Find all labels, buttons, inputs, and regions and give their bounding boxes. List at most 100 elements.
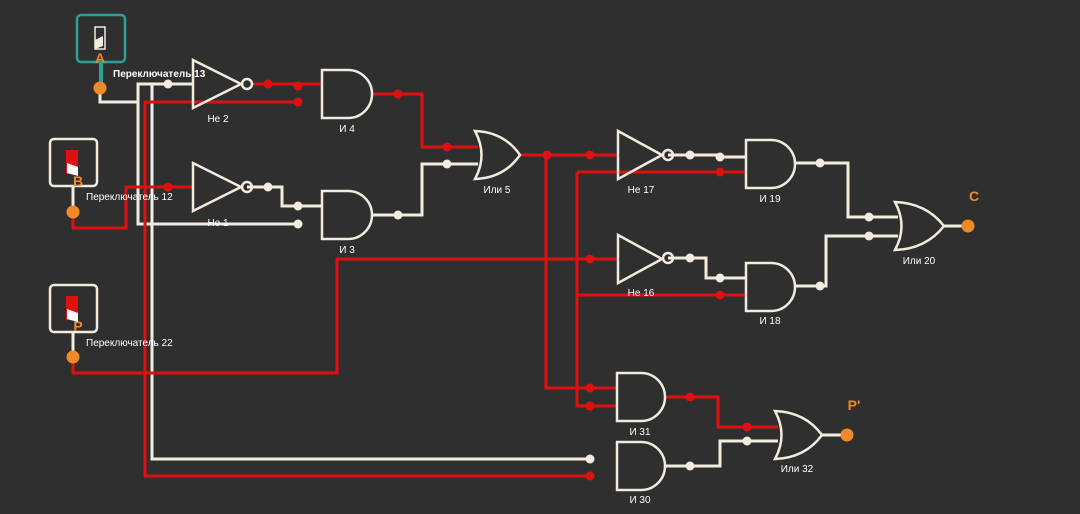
wire-and3-to-or5 [372,162,478,217]
not-gate-not2[interactable]: Не 2 [191,57,254,125]
wire-and30-to-or32 [665,439,778,468]
wire-a-to-and30 [150,84,590,461]
toggle-lever [67,163,78,176]
and-gate-body [320,189,374,241]
junction-dot [393,210,403,220]
gate-label: Не 2 [207,114,229,125]
output-p-prime-pin[interactable] [840,428,854,442]
wire-not17-to-and19 [668,153,746,159]
or-gate-or32[interactable]: Или 32 [772,409,824,475]
and-gate-and3[interactable]: И 3 [320,189,374,256]
gate-label: Не 1 [207,218,229,229]
wires-on [71,82,778,478]
junction-dot [685,461,695,471]
wire-p-bus-vertical [575,172,617,408]
switch-b-label: Переключатель 12 [86,192,173,203]
junction-dot [685,392,695,402]
and-gate-body [744,261,797,313]
output-c-pin[interactable] [961,219,975,233]
junction-dot [815,158,825,168]
gate-label: Не 16 [628,288,655,299]
switch-a[interactable]: A Переключатель 13 [75,13,206,95]
junction-dot [585,454,595,464]
not-gate-not17[interactable]: Не 17 [616,128,675,196]
not-gate-body [616,128,665,182]
junction-dot [585,254,595,264]
junction-dot [715,167,725,177]
or-gate-body [772,409,824,461]
wire-and19-to-or20 [795,161,898,219]
junction-dot [442,159,452,169]
wire-not1-to-and3 [247,185,322,208]
gate-label: И 31 [629,427,651,438]
not-gate-bubble [661,148,675,162]
wire-not16-to-and18 [668,256,746,280]
not-gate-not1[interactable]: Не 1 [191,160,254,229]
or-gate-body [892,200,946,252]
switch-b-io-label: B [73,173,83,189]
junction-dot [685,150,695,160]
junction-dot [585,471,595,481]
junction-dot [585,150,595,160]
junction-dot [293,201,303,211]
not-gate-body [191,57,244,111]
switch-p-pin[interactable] [66,350,80,364]
switch-p[interactable]: P Переключатель 22 [48,283,173,364]
switch-a-pin[interactable] [93,81,107,95]
gate-label: И 18 [759,316,781,327]
gate-label: И 3 [339,245,355,256]
junction-dot [393,89,403,99]
not-gate-body [616,232,665,286]
and-gate-body [320,68,374,120]
not-gate-bubble [240,77,254,91]
junction-dot [542,150,552,160]
junction-dot [742,422,752,432]
switch-b[interactable]: B Переключатель 12 [48,137,173,219]
not-gate-bubble [661,251,675,265]
junction-dot [263,79,273,89]
wire-b-to-and30 [143,187,590,478]
junction-dot [685,253,695,263]
and-gate-and31[interactable]: И 31 [615,371,667,438]
toggle-lever [95,36,103,49]
or-gate-or5[interactable]: Или 5 [472,129,522,196]
junction-dot [742,436,752,446]
wire-or5-to-and31 [544,155,617,390]
output-p-prime[interactable]: P' [840,397,861,442]
junction-dot [864,212,874,222]
or-gate-or20[interactable]: Или 20 [892,200,946,267]
junction-dot [715,290,725,300]
and-gate-and30[interactable]: И 30 [615,440,667,506]
and-gate-and18[interactable]: И 18 [744,261,797,327]
junction-dot [293,97,303,107]
gate-label: Или 5 [484,185,511,196]
output-c-label: C [969,188,979,204]
and-gate-body [615,371,667,423]
and-gate-body [744,138,797,190]
wire-a-to-not2 [98,82,193,104]
junction-dots [163,79,874,481]
junction-dot [715,152,725,162]
output-c[interactable]: C [961,188,980,233]
switch-b-pin[interactable] [66,205,80,219]
junction-dot [864,231,874,241]
switch-p-io-label: P [73,318,82,334]
junction-dot [442,142,452,152]
switch-a-label: Переключатель 13 [113,69,206,80]
and-gate-and4[interactable]: И 4 [320,68,374,135]
wire-a-vertical-bus [136,84,298,226]
switch-a-stem [99,62,103,82]
not-gate-body [191,160,244,214]
junction-dot [293,219,303,229]
wire-and31-to-or32 [665,395,778,429]
junction-dot [715,273,725,283]
wire-b-to-not1 [71,185,193,230]
switch-a-io-label: A [95,50,105,66]
gate-label: Или 32 [781,464,814,475]
junction-dot [263,182,273,192]
not-gate-not16[interactable]: Не 16 [616,232,675,299]
junction-dot [163,79,173,89]
and-gate-and19[interactable]: И 19 [744,138,797,205]
or-gate-body [472,129,522,181]
